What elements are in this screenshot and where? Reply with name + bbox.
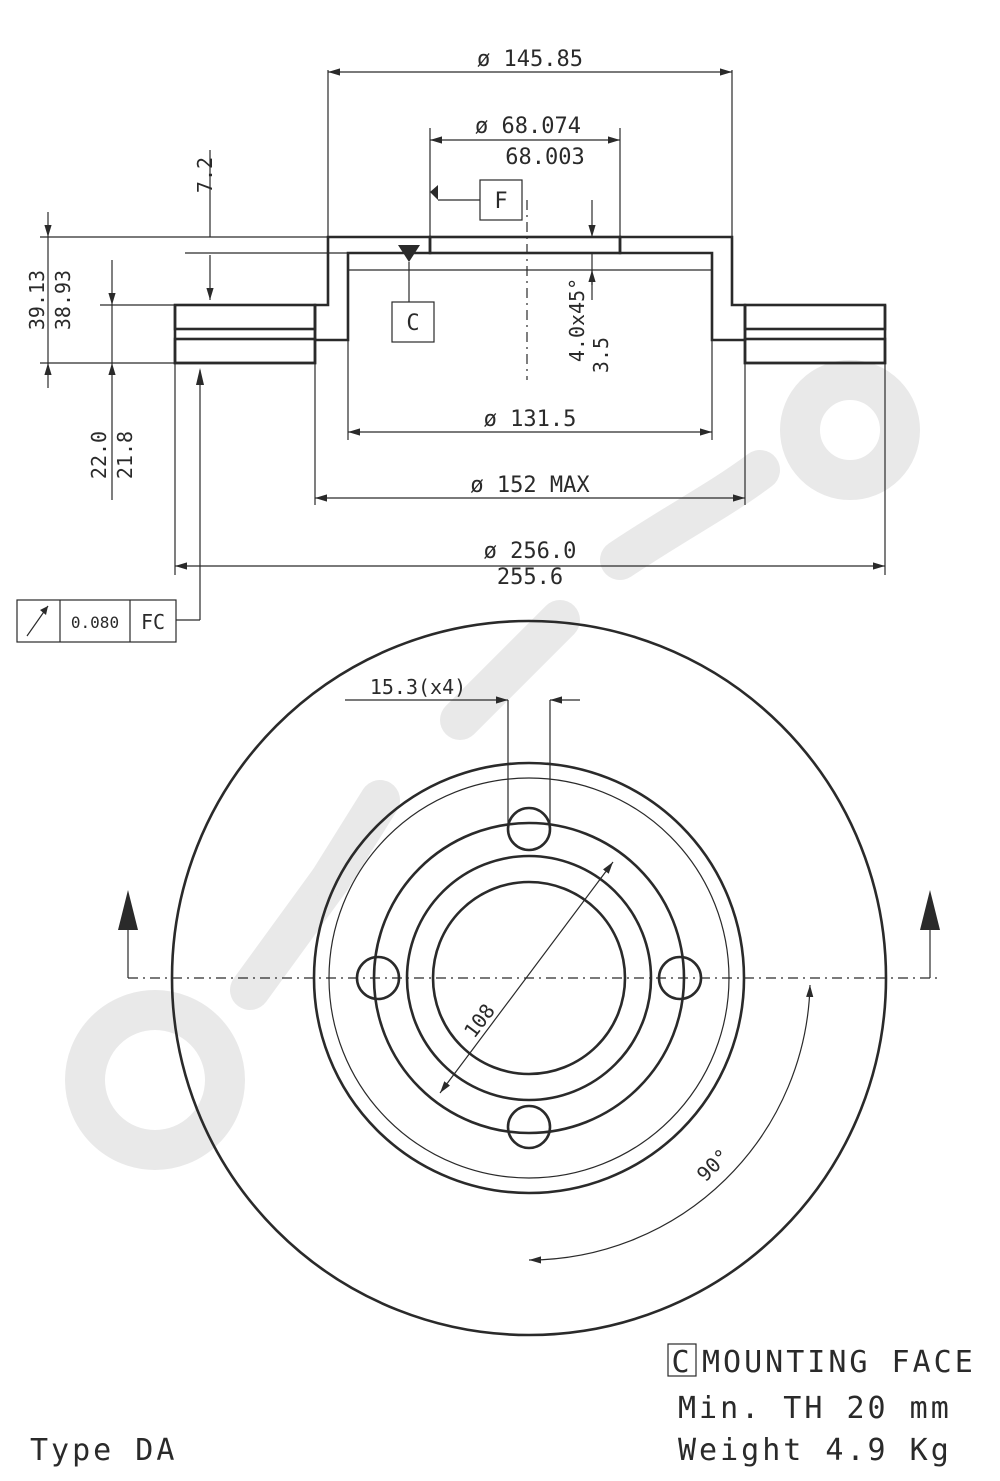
friction-ring-right-top — [743, 303, 887, 331]
disc-front-view: 15.3(x4) 108 90° — [118, 619, 940, 1337]
dim-chamfer: 4.0x45° — [565, 278, 589, 362]
dim-hub-thickness: 7.2 — [193, 157, 217, 193]
dim-outer-hub-diameter: ø 145.85 — [477, 47, 583, 72]
dim-step: 3.5 — [589, 337, 613, 373]
brand-watermark — [65, 360, 920, 1170]
datum-f-label: F — [494, 189, 507, 214]
mounting-face-marker — [398, 245, 420, 262]
dim-height-min: 38.93 — [51, 270, 75, 330]
tolerance-value: 0.080 — [71, 613, 119, 632]
runout-arrow-icon — [26, 605, 49, 637]
dim-hub-max-diameter: ø 152 MAX — [470, 473, 590, 498]
dim-bore-min: 68.003 — [505, 145, 584, 170]
disc-section-view: ø 145.85 ø 68.074 68.003 F C 7.2 39.13 3… — [25, 47, 887, 621]
dim-bore-max: ø 68.074 — [475, 114, 581, 139]
hub-hat-right — [618, 235, 747, 342]
dim-angle: 90° — [692, 1144, 735, 1187]
dim-bolt-hole: 15.3(x4) — [370, 675, 466, 699]
datum-c-label: C — [406, 311, 419, 336]
dim-disc-max-diameter: ø 256.0 — [484, 539, 577, 564]
bolt-hole-bottom — [506, 1104, 552, 1150]
weight: Weight 4.9 Kg — [678, 1433, 952, 1468]
disc-type: Type DA — [30, 1433, 177, 1468]
friction-ring-left-bottom — [173, 337, 317, 365]
dim-disc-min-diameter: 255.6 — [497, 565, 563, 590]
bolt-hole-top — [506, 806, 552, 852]
friction-ring-right-bottom — [743, 337, 887, 365]
dim-thickness-min: 21.8 — [113, 431, 137, 479]
tolerance-frame: 0.080 FC — [16, 599, 177, 643]
dim-thickness-max: 22.0 — [87, 431, 111, 479]
mounting-face-label: MOUNTING FACE — [702, 1345, 976, 1380]
friction-ring-left-top — [173, 303, 317, 331]
dim-height-max: 39.13 — [25, 270, 49, 330]
min-thickness: Min. TH 20 mm — [678, 1391, 952, 1426]
dim-hub-face-diameter: ø 131.5 — [484, 407, 577, 432]
dim-pcd: 108 — [459, 999, 500, 1042]
mounting-face-box: C — [671, 1345, 692, 1380]
info-block: C MOUNTING FACE Min. TH 20 mm Weight 4.9… — [30, 1343, 976, 1468]
hub-top-face — [428, 235, 622, 255]
tolerance-reference: FC — [141, 610, 165, 634]
